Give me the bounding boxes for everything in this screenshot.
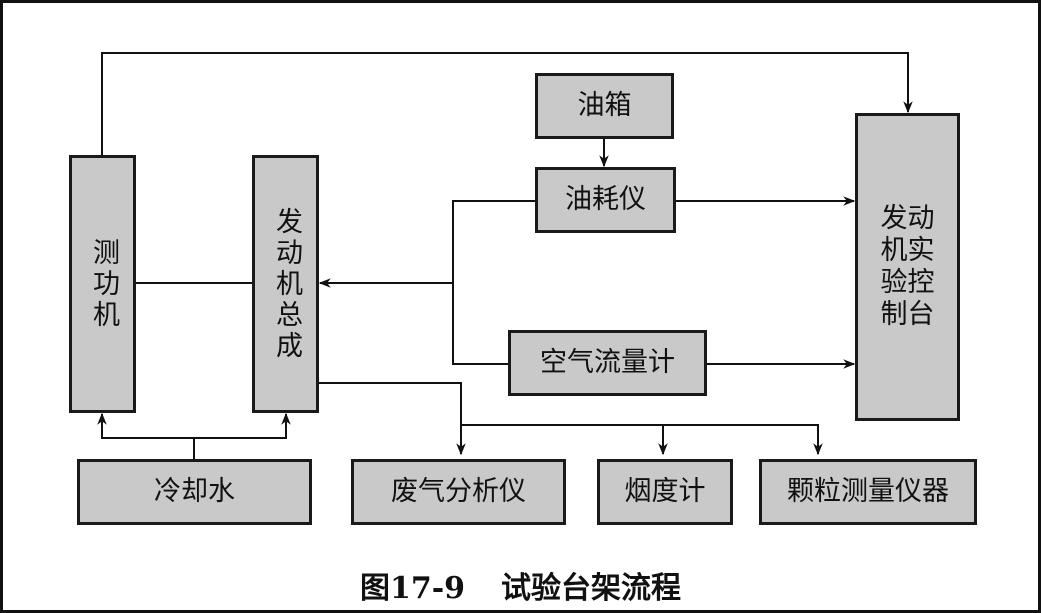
exhaust-analyzer-box: 废气分析仪 [351,459,566,525]
figure-caption: 图17-9 试验台架流程 [0,563,1041,607]
cooling-water-label: 冷却水 [154,475,235,507]
exhaust-analyzer-label: 废气分析仪 [391,475,526,507]
link-engine-exhaust [318,382,466,456]
fuel-tank-box: 油箱 [535,73,674,139]
smoke-meter-box: 烟度计 [597,459,733,525]
fuel-meter-label: 油耗仪 [565,183,646,215]
link-cooling-dynamometer [97,412,194,439]
particle-instrument-box: 颗粒测量仪器 [759,459,977,525]
link-exhaust-bus [461,424,823,456]
engine-assembly-label: 发动机总成 [270,206,302,362]
dynamometer-box: 测功机 [69,155,136,413]
test-console-box: 发动机实验控制台 [855,113,960,421]
figure-title: 试验台架流程 [501,571,682,606]
link-cooling-engine [194,412,291,439]
smoke-meter-label: 烟度计 [624,475,706,507]
cooling-water-box: 冷却水 [77,459,312,525]
test-console-label: 发动机实验控制台 [880,203,935,330]
figure-number: 图17-9 [359,571,466,606]
fuel-tank-label: 油箱 [577,89,632,121]
dynamometer-label: 测功机 [87,237,119,331]
air-flow-meter-label: 空气流量计 [540,346,675,378]
air-flow-meter-box: 空气流量计 [508,330,707,396]
particle-instrument-label: 颗粒测量仪器 [787,475,949,507]
fuel-meter-box: 油耗仪 [535,167,676,233]
link-dynamometer-console [101,52,913,157]
engine-assembly-box: 发动机总成 [252,155,319,413]
